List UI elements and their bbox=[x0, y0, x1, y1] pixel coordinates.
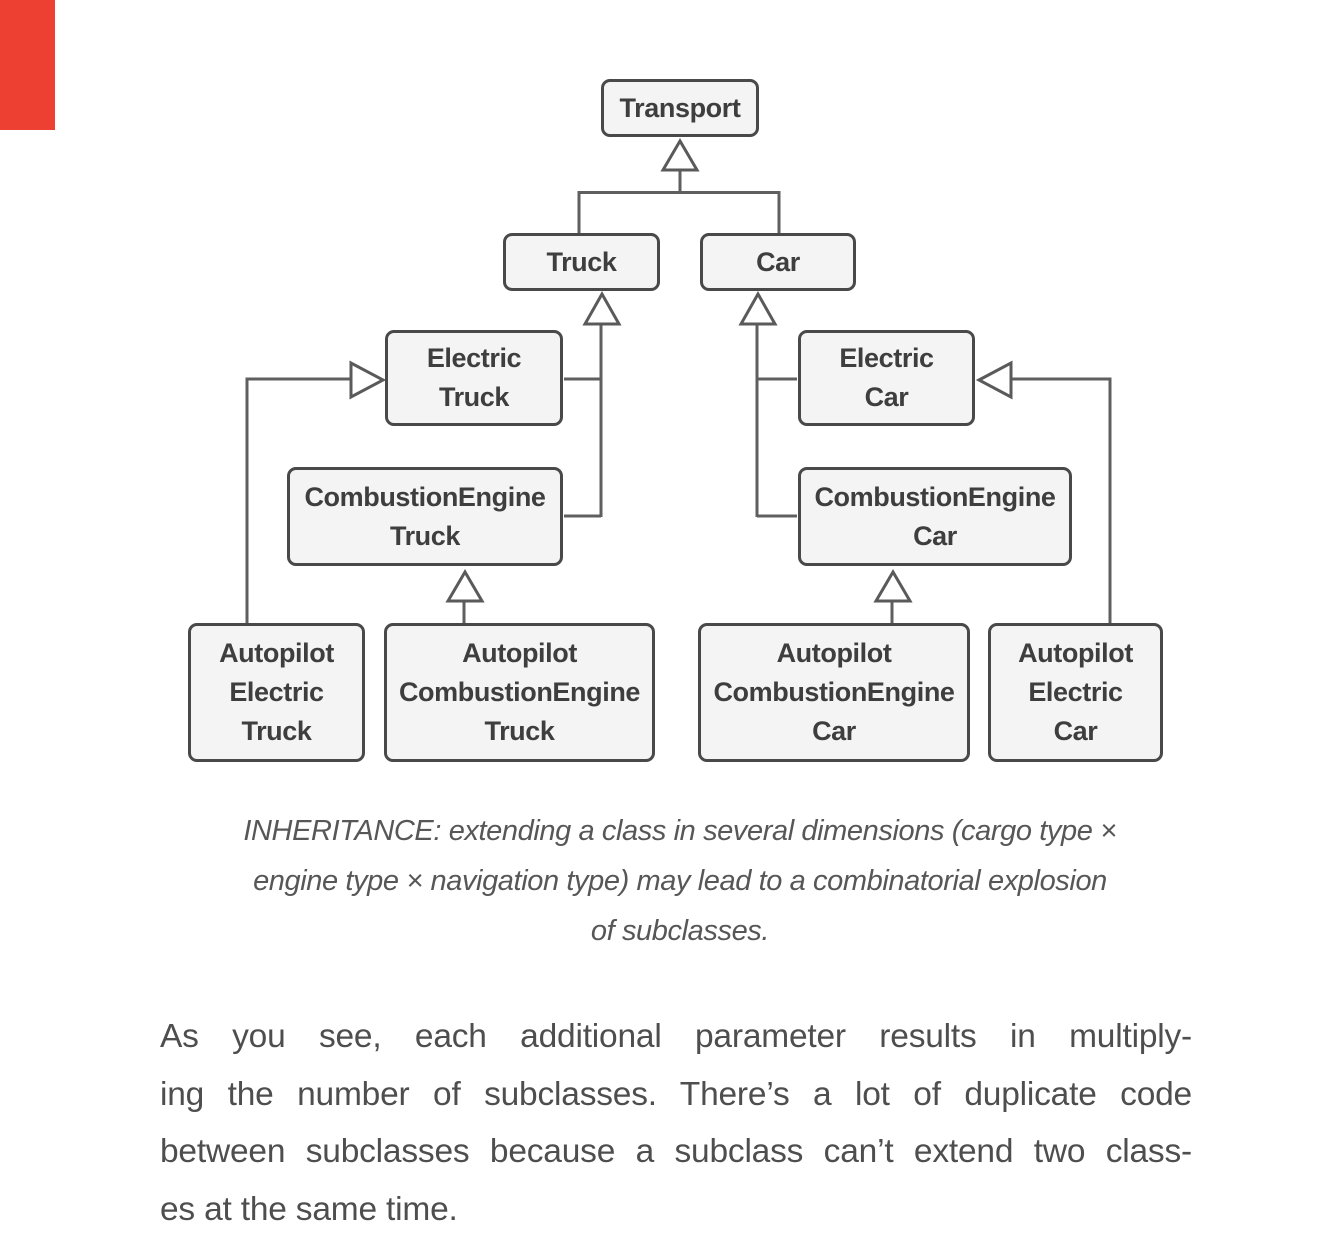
class-node-label: Electric bbox=[229, 677, 324, 707]
class-node-label: Autopilot bbox=[776, 638, 892, 668]
class-node-label: CombustionEngine bbox=[304, 481, 546, 512]
figure-caption-line: engine type × navigation type) may lead … bbox=[253, 865, 1107, 897]
class-node-label: Truck bbox=[389, 520, 461, 551]
class-node-label: Car bbox=[812, 716, 856, 746]
class-node-label: Truck bbox=[438, 382, 510, 412]
body-paragraph-line: ing the number of subclasses. There’s a … bbox=[160, 1075, 1192, 1113]
body-paragraph: As you see, each additional parameter re… bbox=[160, 1008, 1192, 1238]
body-paragraph-line: es at the same time. bbox=[160, 1190, 458, 1228]
figure-caption: INHERITANCE: extending a class in severa… bbox=[150, 806, 1210, 956]
connector-autopilot-electric-car bbox=[1010, 377, 1112, 623]
inheritance-triangle-icon-truck bbox=[582, 290, 622, 326]
inheritance-triangle-icon-combustion-truck bbox=[445, 569, 485, 603]
connector-autopilot-electric-truck bbox=[245, 377, 351, 623]
class-node-combustion-engine-car: CombustionEngine Car bbox=[798, 467, 1072, 566]
inheritance-triangle-icon-car bbox=[738, 290, 778, 326]
connector-car-children bbox=[755, 324, 797, 518]
connector-transport-split bbox=[577, 169, 781, 233]
class-node-label: Truck bbox=[241, 716, 312, 746]
class-node-label: Car bbox=[864, 382, 909, 412]
class-node-autopilot-electric-car: Autopilot Electric Car bbox=[988, 623, 1163, 762]
inheritance-triangle-icon-electric-truck bbox=[349, 360, 387, 400]
class-node-label: Car bbox=[913, 520, 957, 551]
class-node-label: Electric bbox=[426, 343, 522, 373]
class-node-label: Car bbox=[1053, 716, 1098, 746]
class-node-label: Transport bbox=[619, 92, 741, 123]
figure-caption-line: INHERITANCE: extending a class in severa… bbox=[243, 815, 1117, 847]
class-node-transport: Transport bbox=[601, 79, 759, 137]
class-node-label: Electric bbox=[1028, 677, 1123, 707]
uml-inheritance-diagram: Transport Truck Car Electric Truck Elect… bbox=[188, 79, 1163, 762]
figure-caption-line: of subclasses. bbox=[590, 915, 770, 947]
class-node-label: CombustionEngine bbox=[713, 677, 955, 707]
class-node-label: Truck bbox=[546, 246, 617, 277]
inheritance-triangle-icon-combustion-car bbox=[873, 569, 913, 603]
class-node-truck: Truck bbox=[503, 233, 660, 291]
class-node-label: Autopilot bbox=[219, 638, 334, 668]
inheritance-triangle-icon-transport bbox=[660, 138, 700, 172]
class-node-autopilot-combustion-engine-car: Autopilot CombustionEngine Car bbox=[698, 623, 970, 762]
class-node-autopilot-electric-truck: Autopilot Electric Truck bbox=[188, 623, 365, 762]
class-node-combustion-engine-truck: CombustionEngine Truck bbox=[287, 467, 563, 566]
class-node-label: Electric bbox=[839, 343, 934, 373]
uml-connector-lines bbox=[245, 138, 1112, 623]
class-node-electric-car: Electric Car bbox=[798, 330, 975, 426]
body-paragraph-line: between subclasses because a subclass ca… bbox=[160, 1133, 1192, 1170]
class-node-autopilot-combustion-engine-truck: Autopilot CombustionEngine Truck bbox=[384, 623, 655, 762]
class-node-label: CombustionEngine bbox=[814, 481, 1056, 512]
class-node-label: Truck bbox=[484, 716, 555, 746]
page-edge-red-tab bbox=[0, 0, 55, 130]
class-node-label: Car bbox=[756, 246, 800, 277]
class-node-label: Autopilot bbox=[462, 638, 577, 668]
class-node-label: Autopilot bbox=[1018, 638, 1133, 668]
class-node-electric-truck: Electric Truck bbox=[385, 330, 563, 426]
class-node-car: Car bbox=[700, 233, 856, 291]
class-node-label: CombustionEngine bbox=[398, 677, 641, 707]
connector-truck-children bbox=[564, 324, 603, 518]
inheritance-triangle-icon-electric-car bbox=[975, 360, 1013, 400]
body-paragraph-line: As you see, each additional parameter re… bbox=[160, 1018, 1192, 1055]
